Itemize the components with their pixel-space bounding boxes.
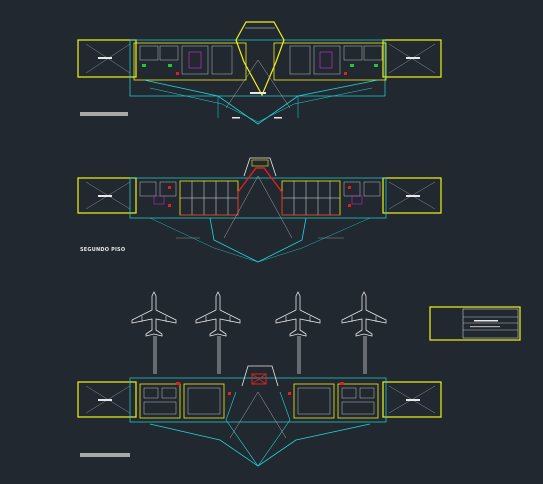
plan-ground-floor: [77, 291, 442, 467]
plan-second-floor: [77, 157, 442, 263]
left-wing-block: [77, 177, 137, 214]
airplane-icon: [275, 291, 321, 337]
right-wing-block: [382, 381, 442, 418]
left-wing-block: [77, 381, 137, 418]
second-floor-label: SEGUNDO PISO: [80, 247, 126, 253]
airplane-icon: [131, 291, 177, 337]
left-wing-block: [77, 39, 137, 78]
title-block[interactable]: [429, 306, 521, 341]
right-wing-block: [382, 177, 442, 214]
plan-top-title-bar: [80, 112, 128, 116]
airplane-icon: [195, 291, 241, 337]
plan-bottom-title-bar: [80, 453, 130, 457]
airplane-icon: [341, 291, 387, 337]
plan-top: [77, 21, 442, 125]
right-wing-block: [382, 39, 442, 78]
